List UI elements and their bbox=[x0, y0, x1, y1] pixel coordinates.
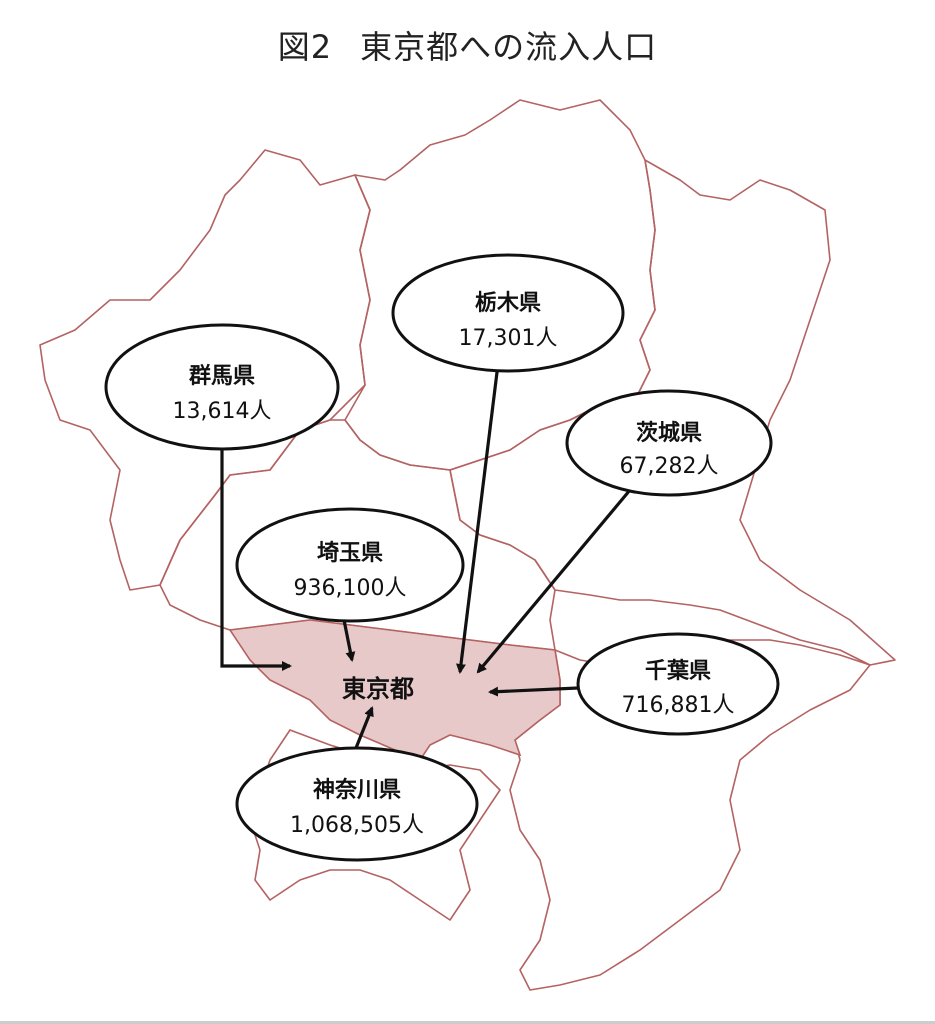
ibaraki-value: 67,282人 bbox=[620, 454, 719, 479]
bubble-ibaraki-shape bbox=[565, 389, 773, 497]
bubble-kanagawa-shape bbox=[235, 746, 479, 862]
bubble-gunma-shape bbox=[104, 323, 340, 451]
bubble-tochigi: 栃木県 17,301人 bbox=[391, 253, 625, 373]
arrow-chiba bbox=[488, 686, 579, 697]
kanagawa-value: 1,068,505人 bbox=[290, 813, 424, 838]
flow-arrows bbox=[220, 347, 632, 749]
bubble-saitama-shape bbox=[235, 507, 465, 623]
arrow-ibaraki bbox=[476, 488, 632, 674]
arrow-tochigi bbox=[456, 347, 502, 674]
prefecture-borders bbox=[39, 99, 896, 991]
kanagawa-name: 神奈川県 bbox=[313, 777, 401, 803]
bottom-divider bbox=[0, 1021, 935, 1024]
chiba-name: 千葉県 bbox=[645, 659, 711, 684]
bubble-chiba: 千葉県 716,881人 bbox=[576, 632, 780, 736]
figure-number: 図2 bbox=[277, 28, 333, 66]
saitama-name: 埼玉県 bbox=[317, 541, 383, 566]
saitama-value: 936,100人 bbox=[294, 576, 407, 601]
tokyo-label: 東京都 bbox=[342, 675, 414, 703]
arrow-gunma bbox=[220, 448, 292, 671]
arrow-saitama bbox=[342, 619, 356, 662]
chiba-region bbox=[509, 639, 871, 991]
chiba-value: 716,881人 bbox=[622, 693, 735, 718]
gunma-value: 13,614人 bbox=[173, 399, 272, 424]
ibaraki-name: 茨城県 bbox=[636, 420, 702, 446]
bubble-chiba-shape bbox=[576, 632, 780, 736]
arrow-kanagawa bbox=[354, 706, 374, 749]
gunma-name: 群馬県 bbox=[189, 363, 255, 389]
tochigi-name: 栃木県 bbox=[475, 291, 541, 316]
bubble-ibaraki: 茨城県 67,282人 bbox=[565, 389, 773, 497]
bubble-kanagawa: 神奈川県 1,068,505人 bbox=[235, 746, 479, 862]
title-text: 東京都への流入人口 bbox=[360, 28, 658, 66]
bubble-gunma: 群馬県 13,614人 bbox=[104, 323, 340, 451]
tochigi-value: 17,301人 bbox=[459, 326, 558, 351]
map-title: 図2 東京都への流入人口 bbox=[0, 22, 935, 68]
tokyo-region bbox=[228, 619, 561, 761]
bubble-tochigi-shape bbox=[391, 253, 625, 373]
bubble-saitama: 埼玉県 936,100人 bbox=[235, 507, 465, 623]
